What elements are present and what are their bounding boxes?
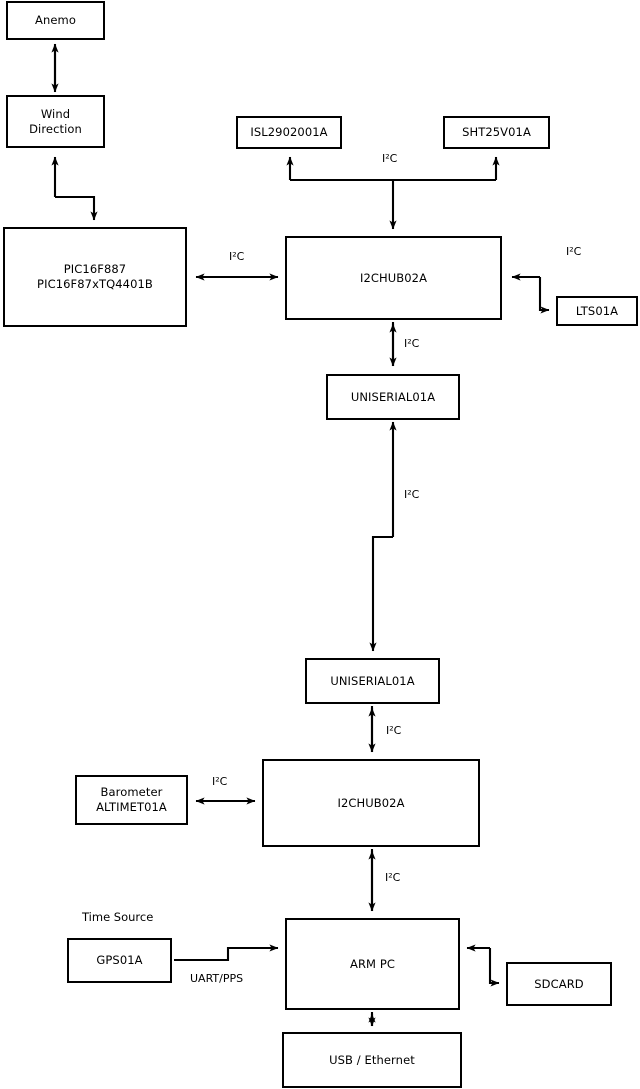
node-wind-direction-label: Wind Direction bbox=[29, 106, 82, 136]
node-gps01a-label: GPS01A bbox=[96, 953, 143, 968]
node-lts01a[interactable]: LTS01A bbox=[556, 296, 638, 326]
node-i2chub02a-top[interactable]: I2CHUB02A bbox=[285, 236, 502, 320]
node-usb-ethernet[interactable]: USB / Ethernet bbox=[282, 1032, 462, 1088]
node-i2chub02a-top-label: I2CHUB02A bbox=[359, 270, 428, 285]
edge-uni-uni-path bbox=[369, 535, 393, 652]
edge-label-i2c-uni-uni: I²C bbox=[404, 488, 420, 501]
edge-label-i2c-hub2-arm: I²C bbox=[385, 871, 401, 884]
edge-label-i2c-hub-lts: I²C bbox=[566, 245, 582, 258]
node-uniserial01a-bottom-label: UNISERIAL01A bbox=[330, 673, 415, 688]
node-barometer-altimet01a-label: Barometer ALTIMET01A bbox=[96, 785, 167, 814]
node-wind-direction[interactable]: Wind Direction bbox=[6, 95, 105, 148]
edge-lts-hub-path bbox=[538, 277, 550, 314]
node-uniserial01a-top-label: UNISERIAL01A bbox=[350, 389, 436, 404]
edge-label-i2c-top-bus: I²C bbox=[382, 152, 398, 165]
node-pic-mcu-label: PIC16F887 PIC16F87xTQ4401B bbox=[37, 262, 153, 291]
node-arm-pc-label: ARM PC bbox=[350, 956, 395, 971]
node-gps01a[interactable]: GPS01A bbox=[67, 938, 172, 983]
edge-gps-arm bbox=[174, 944, 279, 962]
node-usb-ethernet-label: USB / Ethernet bbox=[329, 1052, 415, 1067]
node-uniserial01a-top[interactable]: UNISERIAL01A bbox=[326, 374, 460, 420]
node-sdcard-label: SDCARD bbox=[534, 976, 584, 991]
node-pic-mcu[interactable]: PIC16F887 PIC16F87xTQ4401B bbox=[3, 227, 187, 327]
node-sht25v01a[interactable]: SHT25V01A bbox=[443, 116, 550, 149]
node-sht25v01a-label: SHT25V01A bbox=[462, 125, 531, 140]
node-i2chub02a-bottom-label: I2CHUB02A bbox=[337, 795, 405, 810]
node-isl2902001a-label: ISL2902001A bbox=[250, 125, 328, 140]
node-uniserial01a-bottom[interactable]: UNISERIAL01A bbox=[305, 658, 440, 704]
edge-label-uart-pps: UART/PPS bbox=[190, 972, 244, 985]
edge-label-i2c-pic-hub: I²C bbox=[229, 250, 245, 263]
node-i2chub02a-bottom[interactable]: I2CHUB02A bbox=[262, 759, 480, 847]
edge-pic-wind-path bbox=[55, 195, 98, 221]
node-anemo[interactable]: Anemo bbox=[6, 1, 105, 40]
node-barometer-altimet01a[interactable]: Barometer ALTIMET01A bbox=[75, 775, 188, 825]
label-time-source: Time Source bbox=[82, 910, 154, 924]
edge-label-i2c-baro-hub2: I²C bbox=[212, 775, 228, 788]
node-anemo-label: Anemo bbox=[35, 13, 76, 28]
node-lts01a-label: LTS01A bbox=[575, 303, 619, 318]
node-sdcard[interactable]: SDCARD bbox=[506, 962, 612, 1006]
node-isl2902001a[interactable]: ISL2902001A bbox=[236, 116, 342, 149]
edge-label-i2c-uni-hub2: I²C bbox=[386, 724, 402, 737]
edge-label-i2c-hub-uni: I²C bbox=[404, 337, 420, 350]
node-arm-pc[interactable]: ARM PC bbox=[285, 918, 460, 1010]
edge-arm-sdcard-path bbox=[488, 948, 500, 987]
